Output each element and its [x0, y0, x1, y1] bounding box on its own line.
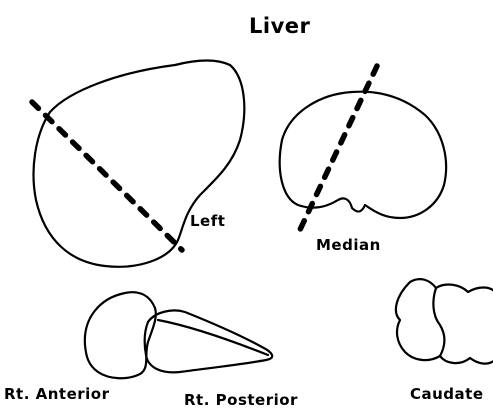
rt-posterior-lobe-outline: [145, 310, 273, 372]
rt-anterior-lobe-label: Rt. Anterior: [4, 385, 110, 403]
median-lobe-label: Median: [316, 236, 381, 254]
left-lobe-cut-line: [32, 102, 182, 250]
diagram-title: Liver: [249, 14, 310, 38]
caudate-lobe-inner-line: [433, 288, 444, 356]
median-lobe-outline: [280, 92, 446, 218]
caudate-lobe-label: Caudate: [410, 385, 484, 403]
rt-posterior-lobe-inner-line: [158, 320, 268, 355]
rt-posterior-lobe-label: Rt. Posterior: [184, 391, 298, 409]
caudate-lobe-outline: [396, 279, 493, 364]
left-lobe-label: Left: [190, 212, 225, 230]
left-lobe-outline: [34, 60, 245, 266]
median-lobe-cut-line: [298, 66, 377, 234]
